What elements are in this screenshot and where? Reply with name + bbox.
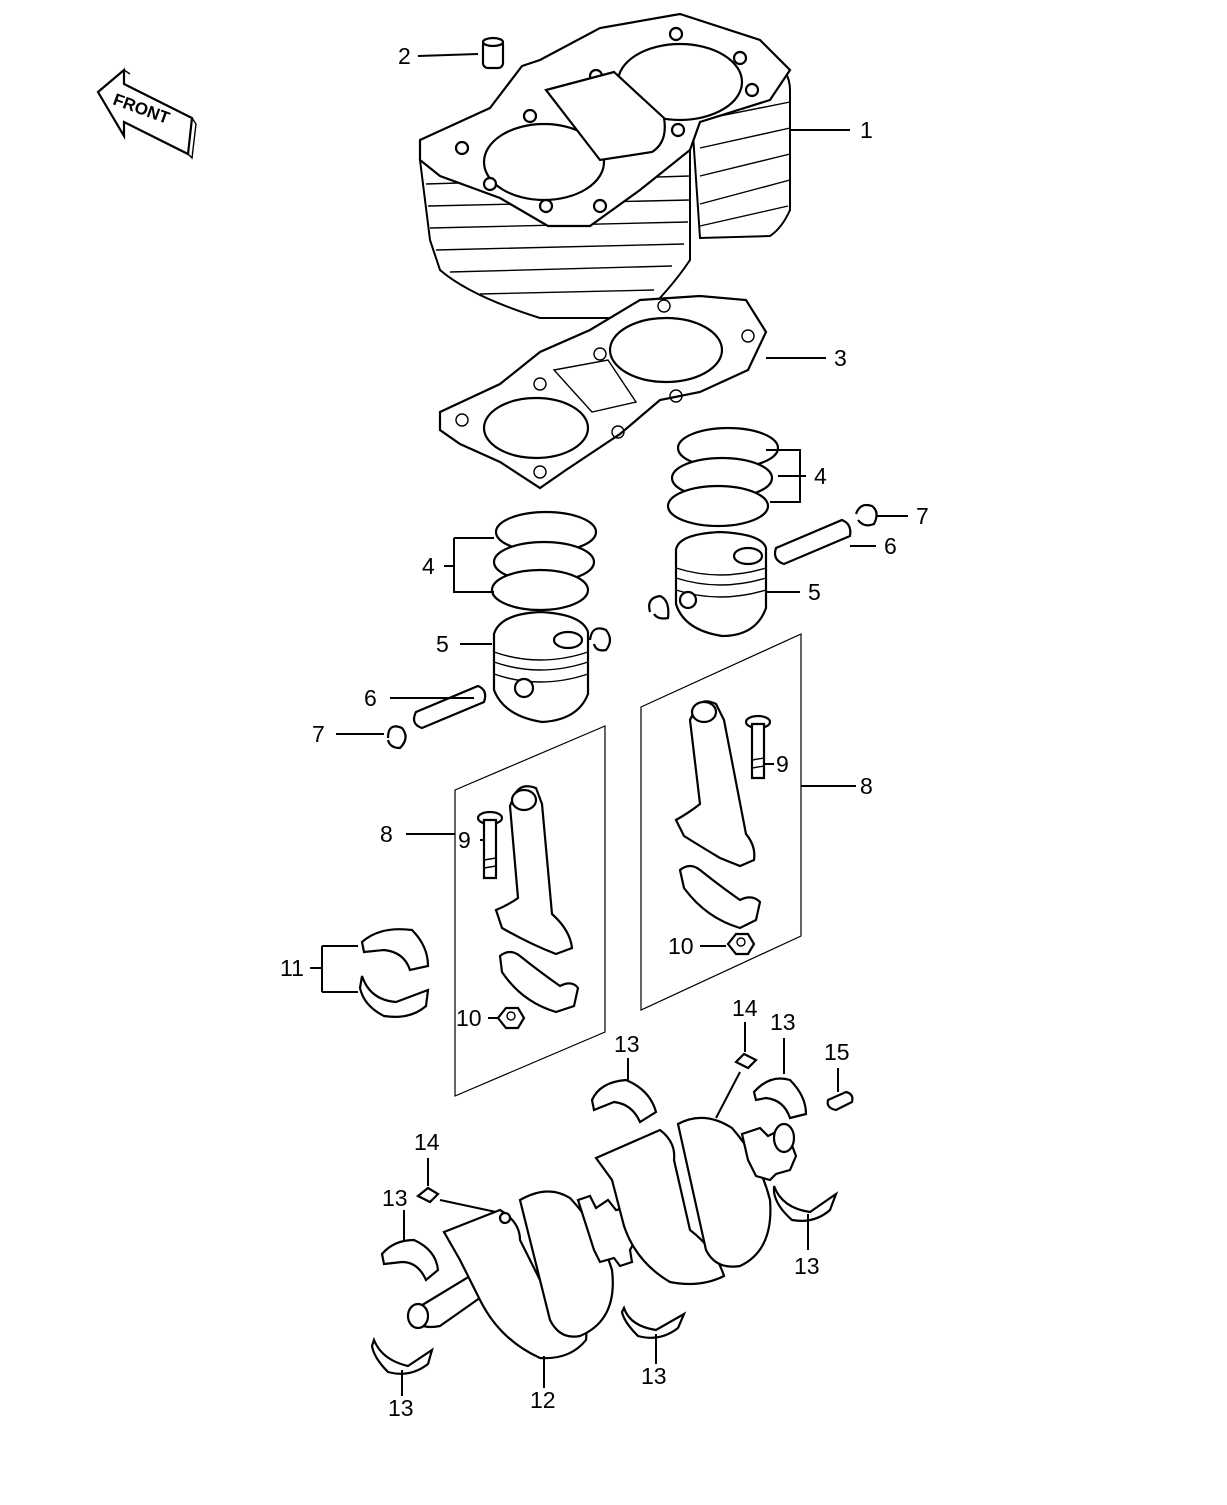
oil-plug-right <box>734 1052 758 1070</box>
dowel-pin <box>481 36 505 70</box>
crankshaft-dowel <box>826 1090 854 1112</box>
callout-13-left-upper: 13 <box>382 1185 408 1211</box>
callout-6-left: 6 <box>364 685 377 711</box>
left-piston <box>492 610 590 724</box>
right-connecting-rod <box>674 700 762 930</box>
callout-8-right: 8 <box>860 773 873 799</box>
left-circlip-lower <box>386 725 407 750</box>
callout-14-right: 14 <box>732 995 758 1021</box>
callout-7-left: 7 <box>312 721 325 747</box>
callout-6-right: 6 <box>884 533 897 559</box>
callout-13-center-lower: 13 <box>641 1363 667 1389</box>
callout-15: 15 <box>824 1039 850 1065</box>
left-conrod-nut <box>496 1006 526 1030</box>
left-conrod-box <box>454 725 606 1097</box>
callout-labels: 1 2 3 4 7 6 5 4 5 6 7 9 8 8 9 10 11 10 1… <box>280 43 929 1421</box>
crankshaft <box>406 1116 798 1360</box>
right-circlip-outer <box>854 503 878 527</box>
callout-5-right: 5 <box>808 579 821 605</box>
callout-13-top-center: 13 <box>614 1031 640 1057</box>
right-conrod-bolt <box>744 714 772 780</box>
callout-13-right-lower: 13 <box>794 1253 820 1279</box>
left-piston-rings <box>490 510 598 612</box>
right-piston-rings <box>666 426 780 528</box>
callout-1: 1 <box>860 117 873 143</box>
main-bearing-shell-2 <box>752 1077 808 1120</box>
head-gasket <box>438 294 768 490</box>
callout-10-left: 10 <box>456 1005 482 1031</box>
callout-4-right: 4 <box>814 463 827 489</box>
right-conrod-nut <box>726 932 756 956</box>
main-bearing-shell-4 <box>380 1238 440 1282</box>
callout-3: 3 <box>834 345 847 371</box>
main-bearing-shell-3 <box>772 1185 839 1222</box>
main-bearing-shell-5 <box>370 1336 434 1375</box>
callout-2: 2 <box>398 43 411 69</box>
left-conrod-bolt <box>476 810 504 880</box>
right-circlip-inner <box>648 594 670 620</box>
front-arrow-icon: FRONT <box>96 67 197 160</box>
left-piston-pin <box>412 684 487 730</box>
callout-5-left: 5 <box>436 631 449 657</box>
right-conrod-box <box>640 633 802 1011</box>
right-piston-pin <box>773 518 852 566</box>
oil-plug-left <box>415 1186 440 1204</box>
leader-lines <box>310 53 908 1396</box>
callout-10-right: 10 <box>668 933 694 959</box>
callout-8-left: 8 <box>380 821 393 847</box>
callout-7-right: 7 <box>916 503 929 529</box>
left-circlip-upper <box>588 627 612 652</box>
right-piston <box>674 530 768 638</box>
callout-4-left: 4 <box>422 553 435 579</box>
callout-14-left: 14 <box>414 1129 440 1155</box>
conrod-bearing-shells <box>358 928 430 1018</box>
callout-13-left-lower: 13 <box>388 1395 414 1421</box>
callout-11: 11 <box>280 955 304 981</box>
main-bearing-shell-1 <box>590 1078 658 1124</box>
cylinder-block <box>418 12 792 319</box>
left-connecting-rod <box>494 785 580 1014</box>
callout-13-top-right: 13 <box>770 1009 796 1035</box>
callout-9-left: 9 <box>458 827 471 853</box>
callout-12: 12 <box>530 1387 556 1413</box>
callout-9-right: 9 <box>776 751 789 777</box>
main-bearing-shell-6 <box>620 1305 687 1339</box>
